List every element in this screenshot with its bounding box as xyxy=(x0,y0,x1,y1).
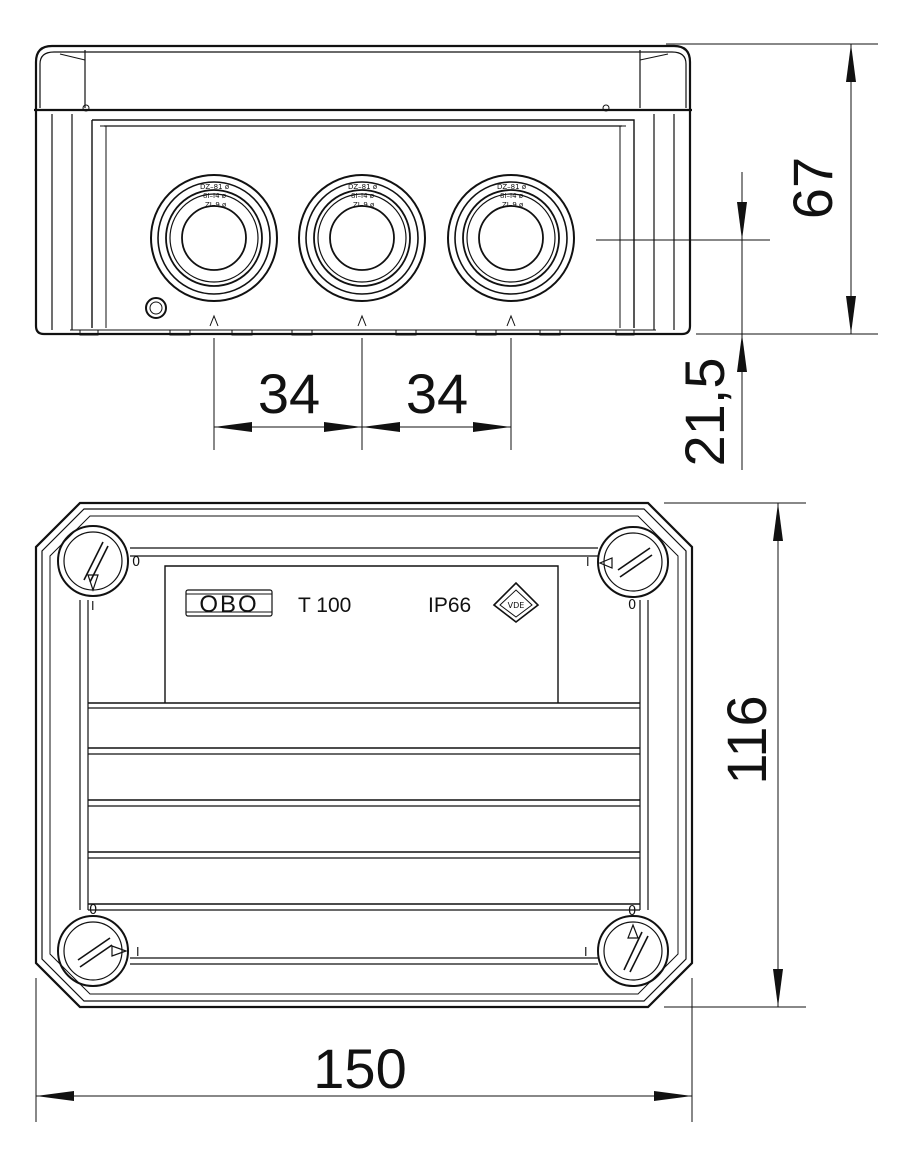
cable-gland-2: DZ–81 ø 8I–I4 ø ZI–9 ø xyxy=(298,174,426,302)
dimension-spacing: 34 34 xyxy=(213,338,512,450)
marker-closed: I xyxy=(136,945,140,959)
brand-logo-text: OBO xyxy=(199,591,258,618)
svg-text:ZI–9 ø: ZI–9 ø xyxy=(502,201,524,209)
cable-gland-3: DZ–81 ø 8I–I4 ø ZI–9 ø xyxy=(447,174,575,302)
corner-screw-bottom-left: 0 I xyxy=(57,903,140,987)
marker-open: 0 xyxy=(89,903,97,918)
marker-open: 0 xyxy=(628,904,636,919)
dimension-height: 67 xyxy=(666,43,878,335)
dimension-width: 150 xyxy=(35,978,693,1122)
svg-text:DZ–81 ø: DZ–81 ø xyxy=(348,183,378,191)
vde-mark: VDE xyxy=(492,581,540,624)
marker-closed: I xyxy=(91,599,95,613)
svg-text:DZ–81 ø: DZ–81 ø xyxy=(200,183,230,191)
cable-gland-1: DZ–81 ø 8I–I4 ø ZI–9 ø xyxy=(150,174,278,302)
dimension-depth: 116 xyxy=(664,502,806,1008)
vde-mark-text: VDE xyxy=(508,601,525,610)
dimension-height-label: 67 xyxy=(781,157,844,219)
svg-text:ZI–9 ø: ZI–9 ø xyxy=(205,201,227,209)
corner-screw-top-left: I 0 xyxy=(57,525,140,613)
marker-open: 0 xyxy=(132,555,140,570)
marker-open: 0 xyxy=(628,598,636,613)
marker-closed: I xyxy=(586,555,590,569)
dimension-spacing-right: 34 xyxy=(406,362,468,425)
dimension-spacing-left: 34 xyxy=(258,362,320,425)
dimension-gland-offset: 21,5 xyxy=(596,172,770,470)
corner-screw-bottom-right: 0 I xyxy=(584,904,669,987)
dimension-width-label: 150 xyxy=(313,1037,406,1100)
dimension-depth-label: 116 xyxy=(715,695,778,784)
model-label: T 100 xyxy=(298,594,351,617)
svg-text:8I–I4 ø: 8I–I4 ø xyxy=(351,192,375,200)
brand-logo: OBO xyxy=(185,589,273,618)
svg-text:8I–I4 ø: 8I–I4 ø xyxy=(500,192,524,200)
marker-closed: I xyxy=(584,945,588,959)
svg-text:8I–I4 ø: 8I–I4 ø xyxy=(203,192,227,200)
front-view: DZ–81 ø 8I–I4 ø ZI–9 ø DZ–81 ø 8I–I4 ø Z… xyxy=(34,44,692,336)
protection-label: IP66 xyxy=(428,594,471,617)
corner-screw-top-right: I 0 xyxy=(586,526,669,613)
top-view: OBO T 100 IP66 VDE I 0 I 0 xyxy=(34,501,694,1009)
svg-text:ZI–9 ø: ZI–9 ø xyxy=(353,201,375,209)
dimension-gland-offset-label: 21,5 xyxy=(673,358,736,467)
svg-text:DZ–81 ø: DZ–81 ø xyxy=(497,183,527,191)
